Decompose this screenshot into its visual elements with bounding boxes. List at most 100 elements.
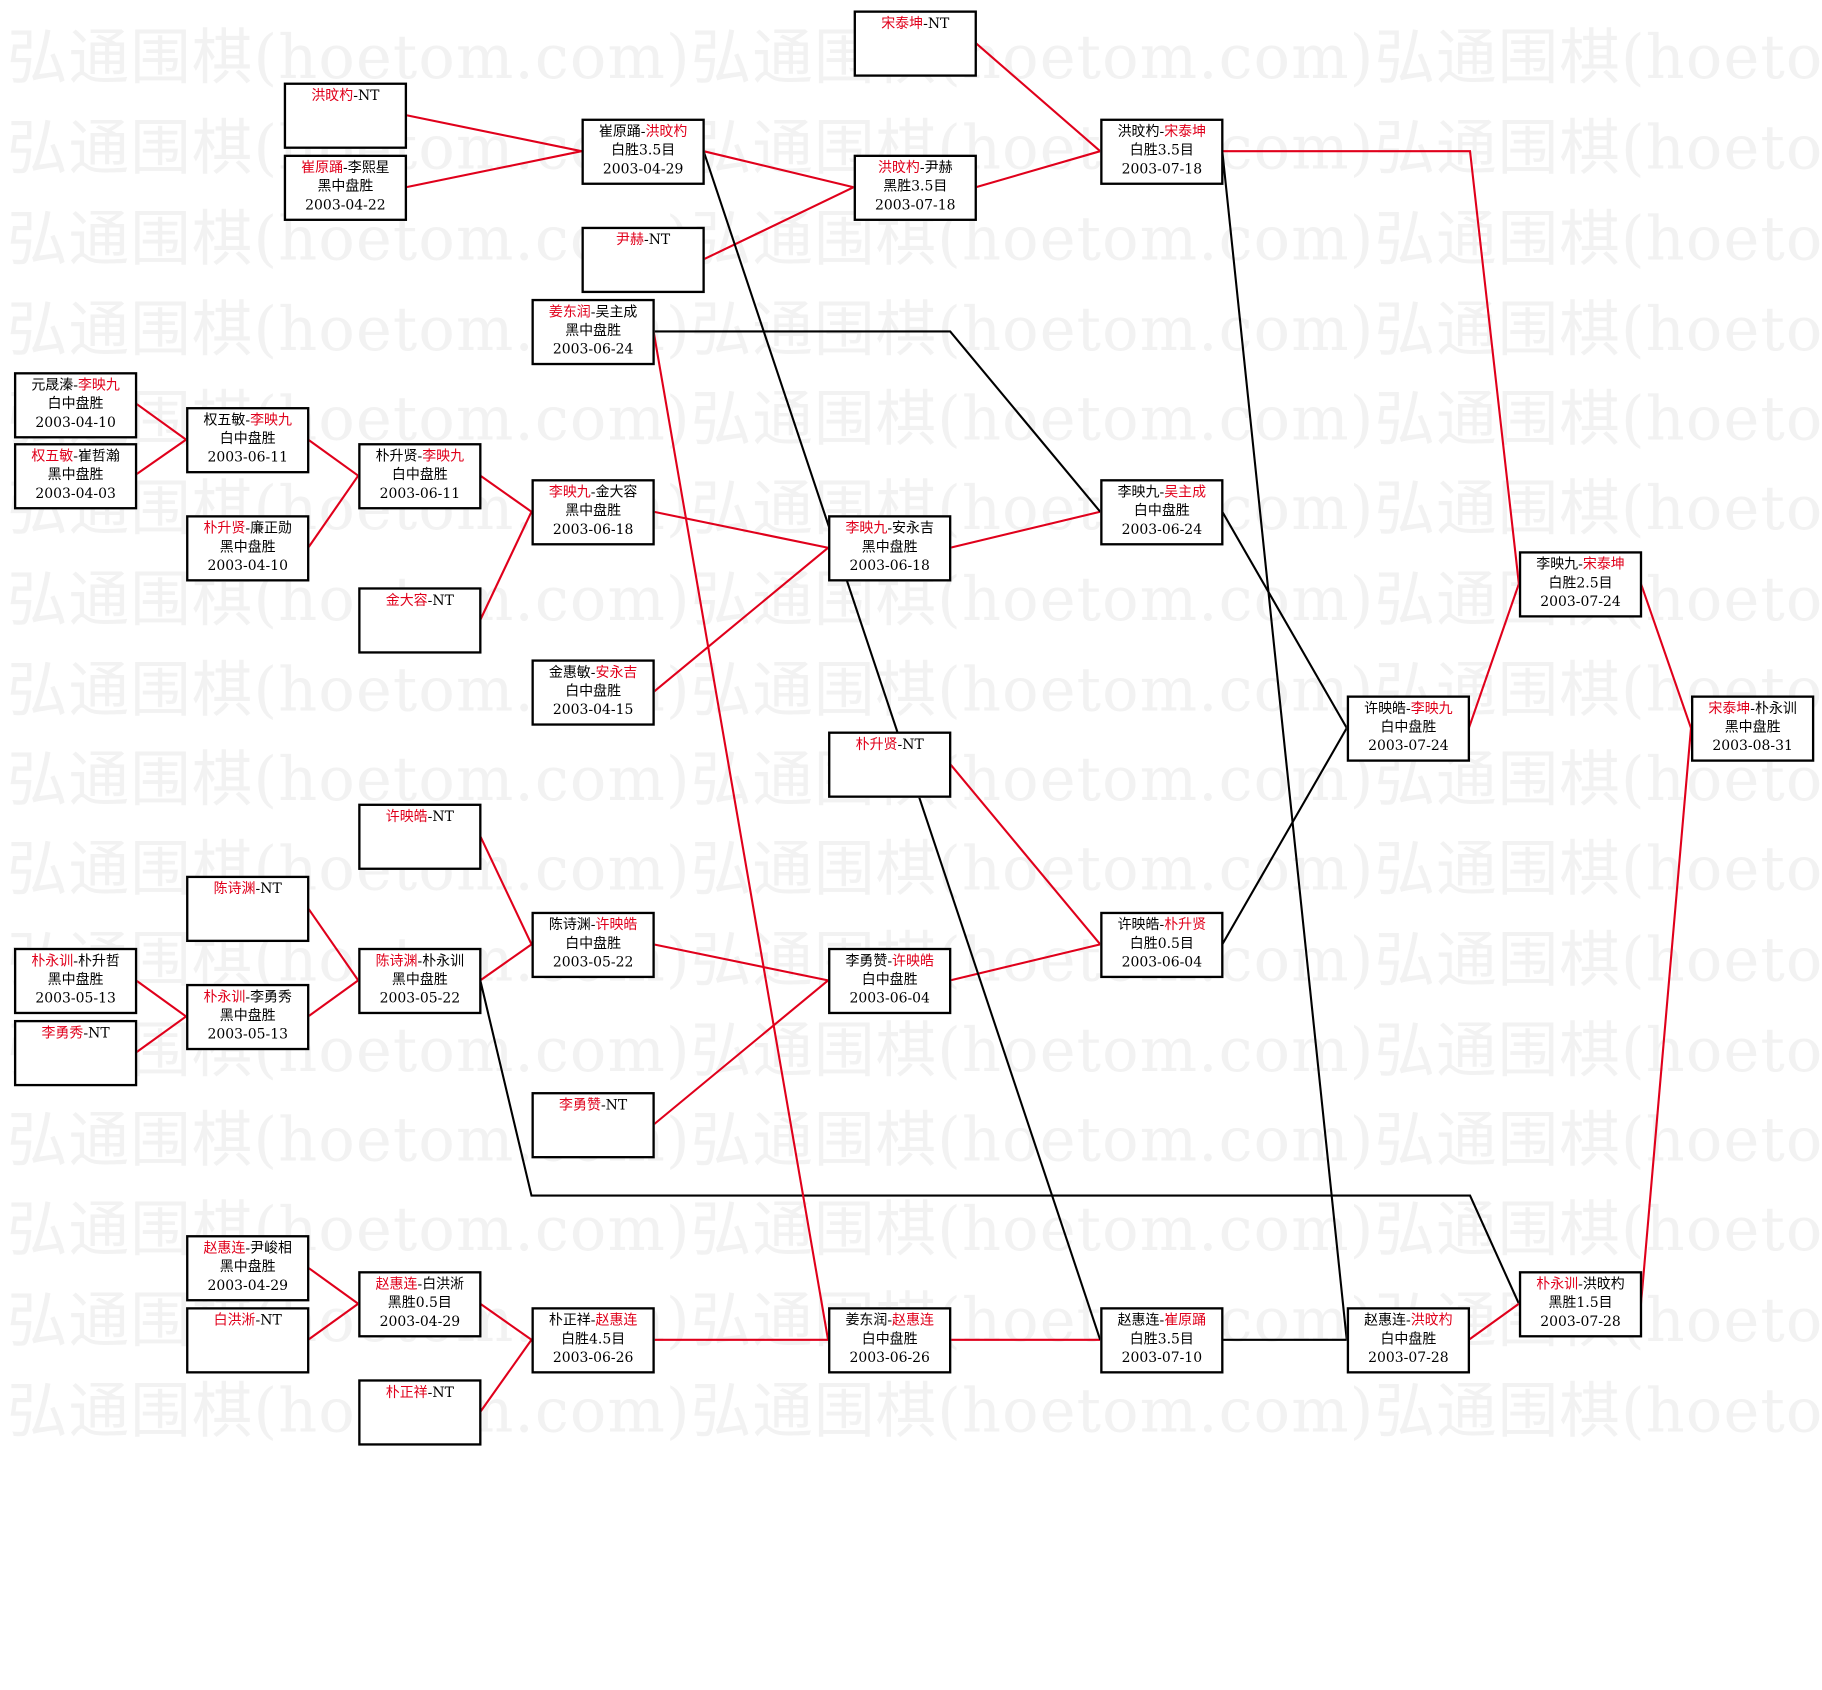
match-players: 李映九-吴主成 <box>1103 483 1222 502</box>
player-black: 许映皓 <box>1364 700 1407 717</box>
player-white: 李映九 <box>422 447 465 465</box>
player-black: 尹赫 <box>616 231 644 248</box>
match-box[interactable]: 宋泰坤-NT <box>853 10 977 77</box>
match-players: 李映九-宋泰坤 <box>1521 555 1640 574</box>
match-result <box>361 826 480 845</box>
player-separator: - <box>1406 700 1411 717</box>
player-white: NT <box>902 736 924 753</box>
bracket-connector <box>135 1015 187 1054</box>
bracket-connector <box>652 331 830 1340</box>
match-box[interactable]: 陈诗渊-NT <box>186 875 310 943</box>
player-black: 元晟溱 <box>31 376 74 394</box>
bracket-connector <box>653 330 1102 513</box>
match-players: 赵惠连-崔原踊 <box>1103 1311 1222 1330</box>
match-box[interactable]: 李勇赞-NT <box>531 1092 655 1159</box>
match-date: 2003-06-26 <box>552 1349 634 1366</box>
player-black: 赵惠连 <box>203 1239 246 1257</box>
player-black: 李映九 <box>1536 555 1579 573</box>
match-players: 金大容-NT <box>361 591 480 610</box>
player-white: NT <box>648 231 671 248</box>
bracket-connector <box>405 114 582 153</box>
match-result: 白中盘胜 <box>1380 718 1437 736</box>
match-date: 2003-07-18 <box>1121 160 1203 177</box>
match-box[interactable]: 尹赫-NT <box>581 226 705 294</box>
match-players: 李勇赞-NT <box>534 1096 653 1115</box>
match-result: 白中盘胜 <box>219 430 276 447</box>
match-date: 2003-07-18 <box>875 196 956 213</box>
player-white: 白洪淅 <box>422 1275 465 1293</box>
match-result: 白中盘胜 <box>391 466 448 483</box>
match-result: 黑中盘胜 <box>219 1258 276 1275</box>
match-result <box>856 33 975 52</box>
bracket-connector <box>479 835 533 945</box>
match-players: 许映皓-朴升贤 <box>1103 915 1222 934</box>
match-box[interactable]: 李勇秀-NT <box>13 1019 138 1087</box>
bracket-connector <box>1639 727 1693 1304</box>
player-white: 金大容 <box>595 483 638 501</box>
bracket-connector <box>307 1266 359 1305</box>
player-separator: - <box>245 988 251 1005</box>
player-black: 朴升贤 <box>203 519 246 537</box>
player-black: 白洪淅 <box>213 1311 256 1329</box>
match-players: 李勇赞-许映皓 <box>830 951 949 970</box>
match-result: 白中盘胜 <box>565 935 622 952</box>
match-players: 洪旼杓-NT <box>286 86 405 105</box>
player-black: 宋泰坤 <box>1708 700 1751 717</box>
match-date <box>856 51 975 70</box>
match-date <box>188 916 307 935</box>
player-separator: - <box>590 664 596 681</box>
match-result: 白中盘胜 <box>861 971 918 988</box>
player-white: 崔哲瀚 <box>77 447 120 465</box>
match-box[interactable]: 白洪淅-NT <box>186 1307 310 1374</box>
player-separator: - <box>255 880 261 897</box>
match-box[interactable]: 洪旼杓-NT <box>283 82 408 149</box>
player-separator: - <box>590 1311 596 1329</box>
match-date: 2003-07-24 <box>1368 737 1449 754</box>
player-black: 朴永训 <box>1536 1275 1579 1293</box>
player-separator: - <box>427 808 433 825</box>
player-separator: - <box>417 952 423 969</box>
bracket-connector <box>479 943 533 982</box>
match-box[interactable]: 朴升贤-NT <box>828 731 952 798</box>
player-separator: - <box>590 303 596 320</box>
player-separator: - <box>83 1024 89 1041</box>
player-white: 安永吉 <box>595 664 638 681</box>
player-separator: - <box>1406 1311 1411 1329</box>
match-box[interactable]: 金大容-NT <box>358 587 482 654</box>
match-result: 黑中盘胜 <box>47 971 104 988</box>
match-date: 2003-08-31 <box>1712 737 1793 754</box>
match-date: 2003-06-18 <box>552 521 634 538</box>
match-box[interactable]: 朴正祥-NT <box>358 1379 482 1446</box>
match-box[interactable]: 许映皓-NT <box>358 803 482 870</box>
